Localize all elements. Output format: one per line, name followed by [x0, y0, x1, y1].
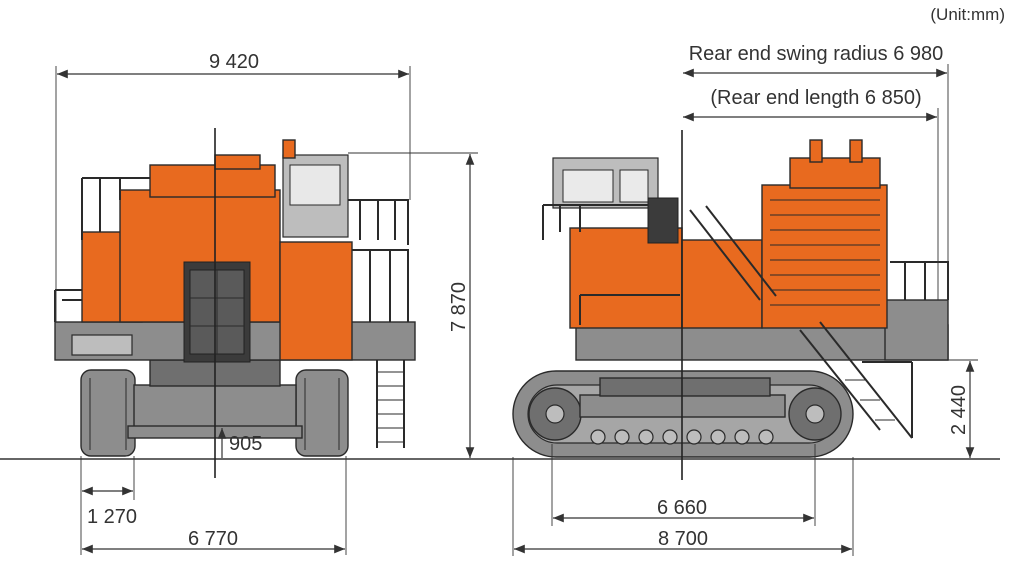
dim-track-gauge-width: 6 770: [188, 528, 238, 550]
dim-ground-clearance: 905: [229, 433, 262, 455]
front-left-railing: [81, 177, 150, 240]
side-cab-support: [647, 197, 679, 244]
dim-rear-swing-radius: Rear end swing radius 6 980: [689, 43, 944, 65]
dim-counterweight-clearance: 2 440: [948, 385, 970, 435]
side-front-housing: [569, 227, 683, 329]
track-rollers: [590, 429, 774, 445]
side-dimensions: Rear end swing radius 6 980 (Rear end le…: [512, 43, 978, 556]
right-track: [295, 369, 349, 457]
side-front-railing: [542, 204, 648, 240]
front-ladder: [376, 360, 405, 448]
dim-tumbler-distance: 6 660: [657, 497, 707, 519]
engine-room-slats: [770, 199, 880, 306]
side-rear-railing: [890, 261, 949, 300]
dim-rear-end-length: (Rear end length 6 850): [710, 87, 921, 109]
dim-track-shoe-width: 1 270: [87, 506, 137, 528]
dim-overall-height: 7 870: [448, 282, 470, 332]
front-right-railing: [348, 199, 409, 245]
dim-track-length: 8 700: [658, 528, 708, 550]
left-track: [80, 369, 136, 457]
counterweight: [884, 299, 949, 361]
front-right-housing: [279, 241, 353, 361]
side-stairs: [689, 205, 913, 439]
engine-housing: [761, 184, 888, 329]
front-dimensions: 9 420 7 870 905 1 270 6 770: [55, 51, 478, 555]
dim-overall-width: 9 420: [209, 51, 259, 73]
front-view: [54, 128, 416, 478]
unit-note: (Unit:mm): [930, 5, 1005, 24]
side-view: [512, 130, 949, 480]
